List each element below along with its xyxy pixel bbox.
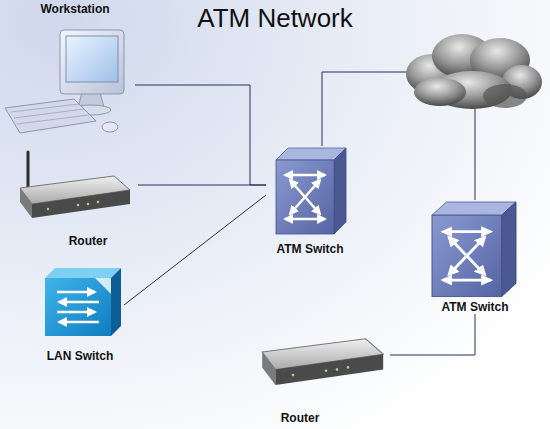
lan-switch-node: LAN Switch <box>40 266 124 363</box>
network-link <box>124 195 266 305</box>
atm-switch-node: ATM Switch <box>266 146 352 256</box>
router-icon <box>262 339 383 385</box>
workstation-icon <box>5 30 124 133</box>
device-label: Router <box>69 234 108 248</box>
network-link <box>390 314 475 355</box>
atm-switch-icon <box>276 148 346 234</box>
network-cloud <box>406 34 542 109</box>
device-label: ATM Switch <box>441 300 508 314</box>
network-link <box>138 185 266 186</box>
router-icon <box>20 152 130 218</box>
device-label: Router <box>281 411 320 425</box>
workstation-node: Workstation <box>10 0 135 137</box>
device-label: ATM Switch <box>276 242 343 256</box>
router-node: Router <box>18 148 138 248</box>
lan-switch-icon <box>45 268 121 336</box>
device-label: Workstation <box>40 2 109 16</box>
router-node: Router <box>256 325 390 425</box>
atm-switch-icon <box>432 202 516 297</box>
atm-switch-node: ATM Switch <box>428 200 522 314</box>
network-link <box>135 85 266 185</box>
device-label: LAN Switch <box>47 349 114 363</box>
